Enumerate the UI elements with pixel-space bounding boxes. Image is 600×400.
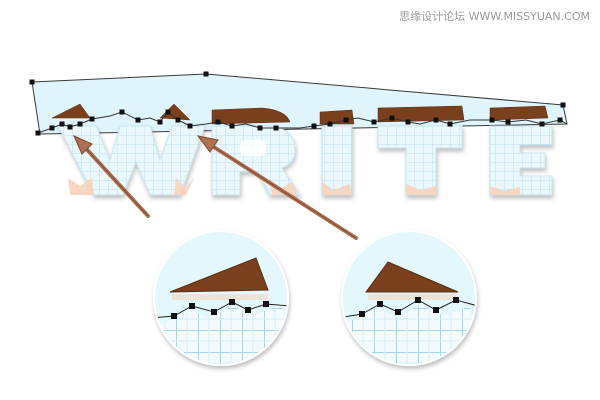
letter-e [489, 125, 553, 196]
zoom-circle-left [153, 230, 289, 366]
brown-tear-w-left [51, 103, 91, 119]
arrow-icon [196, 135, 358, 240]
watermark-text: 思缘设计论坛 WWW.MISSYUAN.COM [399, 10, 590, 23]
torn-bottoms [68, 176, 520, 195]
letter-t [377, 125, 463, 196]
arrows [73, 135, 358, 240]
arrow-icon [73, 135, 150, 218]
anchor-point-icon [29, 79, 35, 85]
anchor-point-icon [203, 71, 209, 77]
anchor-point-icon [560, 102, 566, 108]
brown-tear-t [377, 105, 465, 123]
brown-tear-e [489, 105, 549, 121]
zoom-circle-right [341, 230, 477, 366]
anchor-points [29, 71, 566, 136]
brown-tear-zoom-left [169, 257, 269, 293]
selection-shape [31, 73, 568, 135]
brown-tears [51, 103, 549, 125]
brown-tear-zoom-right [365, 261, 459, 293]
jagged-path [37, 111, 568, 134]
letter-r [211, 125, 301, 196]
brown-tear-r [211, 107, 291, 125]
letter-w [57, 125, 206, 196]
letters-group [57, 125, 553, 196]
letter-i [321, 125, 353, 196]
